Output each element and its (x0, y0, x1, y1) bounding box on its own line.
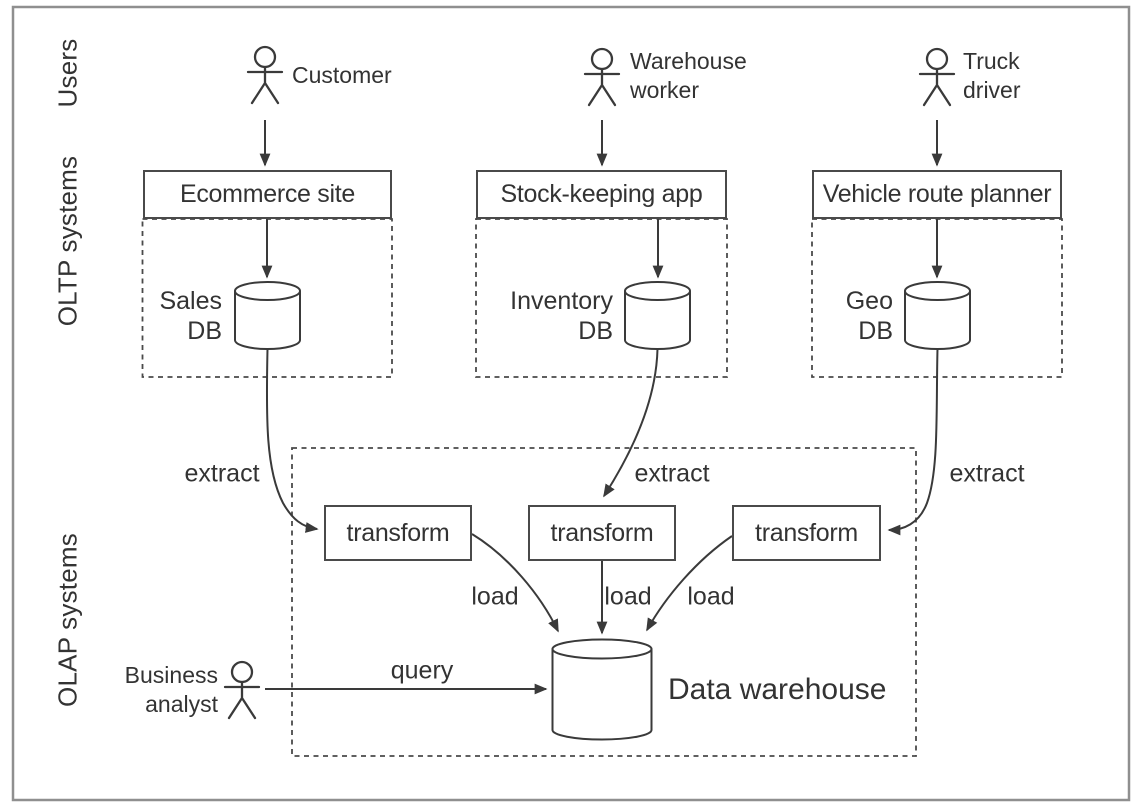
warehouse-worker-actor-icon (583, 47, 621, 107)
truck-driver-label-line2: driver (963, 77, 1021, 103)
row-label-oltp-systems: OLTP systems (52, 155, 83, 327)
business-analyst-label: Business analyst (98, 661, 218, 719)
figure-border (11, 5, 1131, 802)
sales-db-label-line2: DB (187, 317, 222, 345)
extract-arrow-3 (887, 348, 939, 536)
inventory-db-label: Inventory DB (493, 286, 613, 346)
row-label-olap-systems: OLAP systems (52, 533, 83, 707)
row-label-users: Users (52, 38, 83, 108)
geo-db-label-line2: DB (858, 317, 893, 345)
extract-arrow-1 (265, 348, 319, 533)
truck-driver-actor-icon (918, 47, 956, 107)
load-label-2: load (604, 582, 652, 611)
data-warehouse-label: Data warehouse (668, 673, 887, 706)
transform-box-1: transform (324, 505, 472, 561)
warehouse-worker-label: Warehouse worker (630, 47, 747, 105)
load-arrow-3 (646, 535, 733, 632)
extract-label-2: extract (634, 459, 710, 488)
sales-db-cylinder (234, 281, 301, 350)
business-analyst-actor-icon (223, 660, 261, 720)
transform-box-2: transform (528, 505, 676, 561)
warehouse-worker-label-line2: worker (630, 77, 700, 103)
vehicle-route-planner-box: Vehicle route planner (812, 170, 1062, 219)
olap-dashed-region (291, 447, 917, 757)
extract-label-1: extract (184, 459, 260, 488)
inventory-db-label-line2: DB (578, 317, 613, 345)
extract-arrow-2 (603, 348, 659, 498)
inventory-db-cylinder (624, 281, 691, 350)
truck-driver-label-line1: Truck (963, 48, 1020, 74)
load-arrow-1 (471, 533, 559, 633)
warehouse-worker-label-line1: Warehouse (630, 48, 747, 74)
query-label: query (390, 656, 454, 685)
stock-keeping-app-box: Stock-keeping app (476, 170, 727, 219)
inventory-db-label-line1: Inventory (510, 287, 613, 315)
ecommerce-site-box: Ecommerce site (143, 170, 392, 219)
geo-db-label-line1: Geo (845, 287, 893, 315)
business-analyst-label-line2: analyst (145, 691, 218, 717)
sales-db-label: Sales DB (122, 286, 222, 346)
load-label-3: load (687, 582, 735, 611)
oltp-dashed-region-inventory (475, 218, 728, 378)
transform-box-3: transform (732, 505, 881, 561)
customer-actor-icon (246, 45, 284, 105)
extract-label-3: extract (949, 459, 1025, 488)
business-analyst-label-line1: Business (124, 662, 218, 688)
data-warehouse-cylinder (551, 638, 653, 741)
geo-db-cylinder (904, 281, 971, 350)
load-label-1: load (471, 582, 519, 611)
sales-db-label-line1: Sales (159, 287, 222, 315)
geo-db-label: Geo DB (793, 286, 893, 346)
truck-driver-label: Truck driver (963, 47, 1021, 105)
customer-label: Customer (292, 62, 392, 88)
